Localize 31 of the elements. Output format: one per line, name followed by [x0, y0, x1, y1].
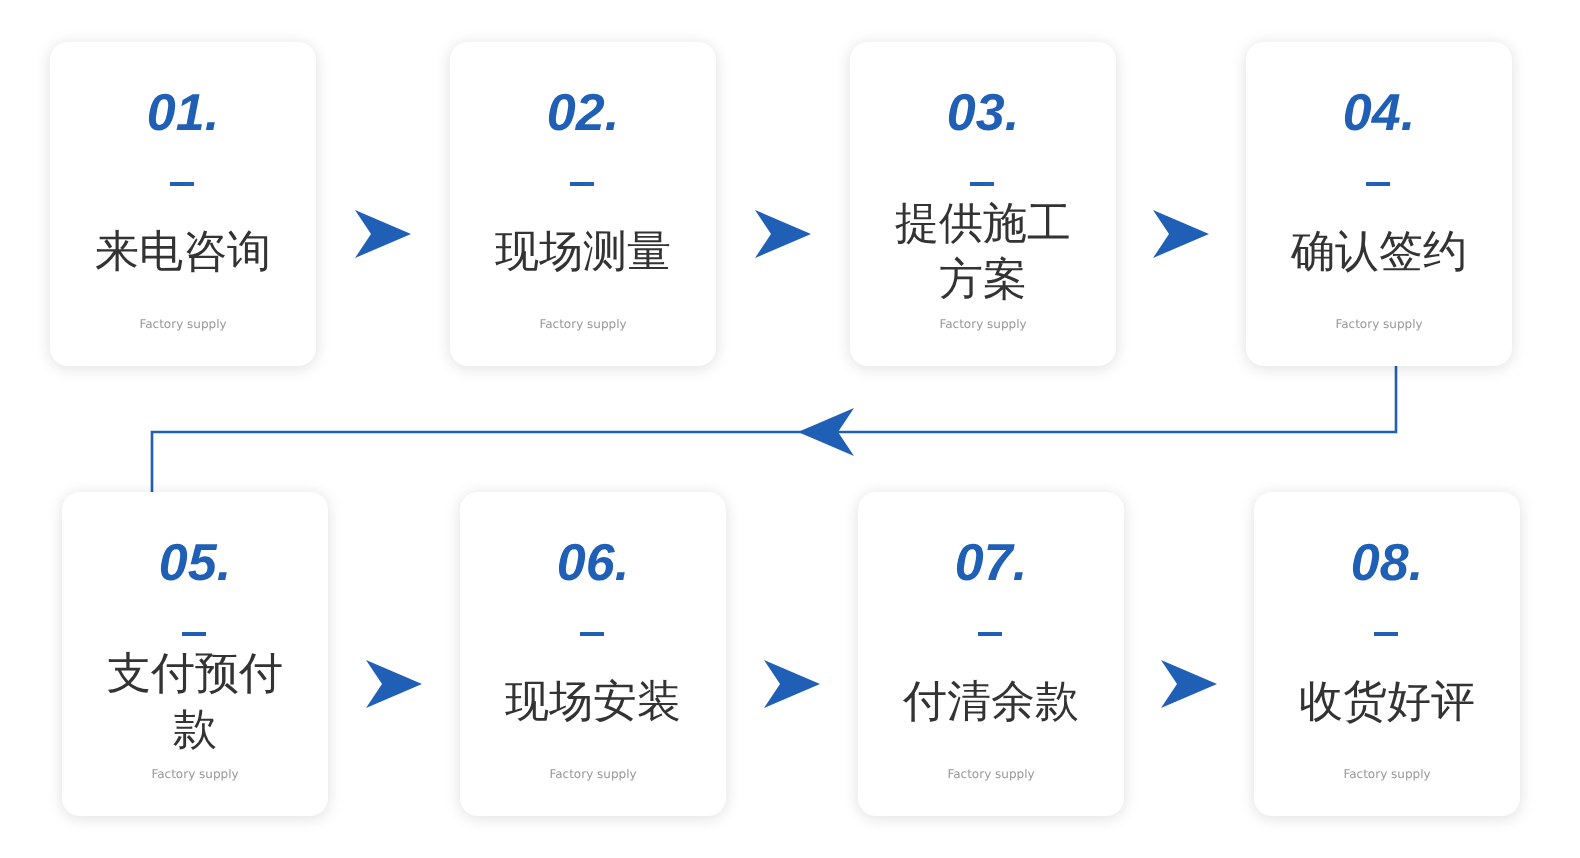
step-card — [1246, 42, 1512, 366]
arrow — [150, 366, 1398, 492]
arrow-chevron — [764, 660, 820, 708]
step-number: 07. — [954, 532, 1028, 592]
step-title: 收货好评 — [1297, 676, 1477, 732]
step-card — [460, 492, 726, 816]
step-number: 05. — [158, 532, 232, 592]
step-card — [62, 492, 328, 816]
step-card — [858, 492, 1124, 816]
step-title: 支付预付款 — [105, 648, 285, 760]
arrow-chevron — [366, 660, 422, 708]
step-title: 确认签约 — [1289, 226, 1469, 282]
step-number: 02. — [546, 82, 620, 142]
step-card — [450, 42, 716, 366]
step-card — [50, 42, 316, 366]
step-title: 来电咨询 — [93, 226, 273, 282]
arrow-chevron — [1161, 660, 1217, 708]
step-number: 08. — [1350, 532, 1424, 592]
step-title: 现场安装 — [503, 676, 683, 732]
arrow-chevron — [355, 210, 411, 258]
step-number: 01. — [146, 82, 220, 142]
step-number: 06. — [556, 532, 630, 592]
step-card — [1254, 492, 1520, 816]
step-number: 04. — [1342, 82, 1416, 142]
arrow-chevron — [1153, 210, 1209, 258]
arrow-chevron — [755, 210, 811, 258]
step-title: 付清余款 — [901, 676, 1081, 732]
step-title: 提供施工方案 — [893, 198, 1073, 310]
step-card — [850, 42, 1116, 366]
step-number: 03. — [946, 82, 1020, 142]
step-title: 现场测量 — [493, 226, 673, 282]
